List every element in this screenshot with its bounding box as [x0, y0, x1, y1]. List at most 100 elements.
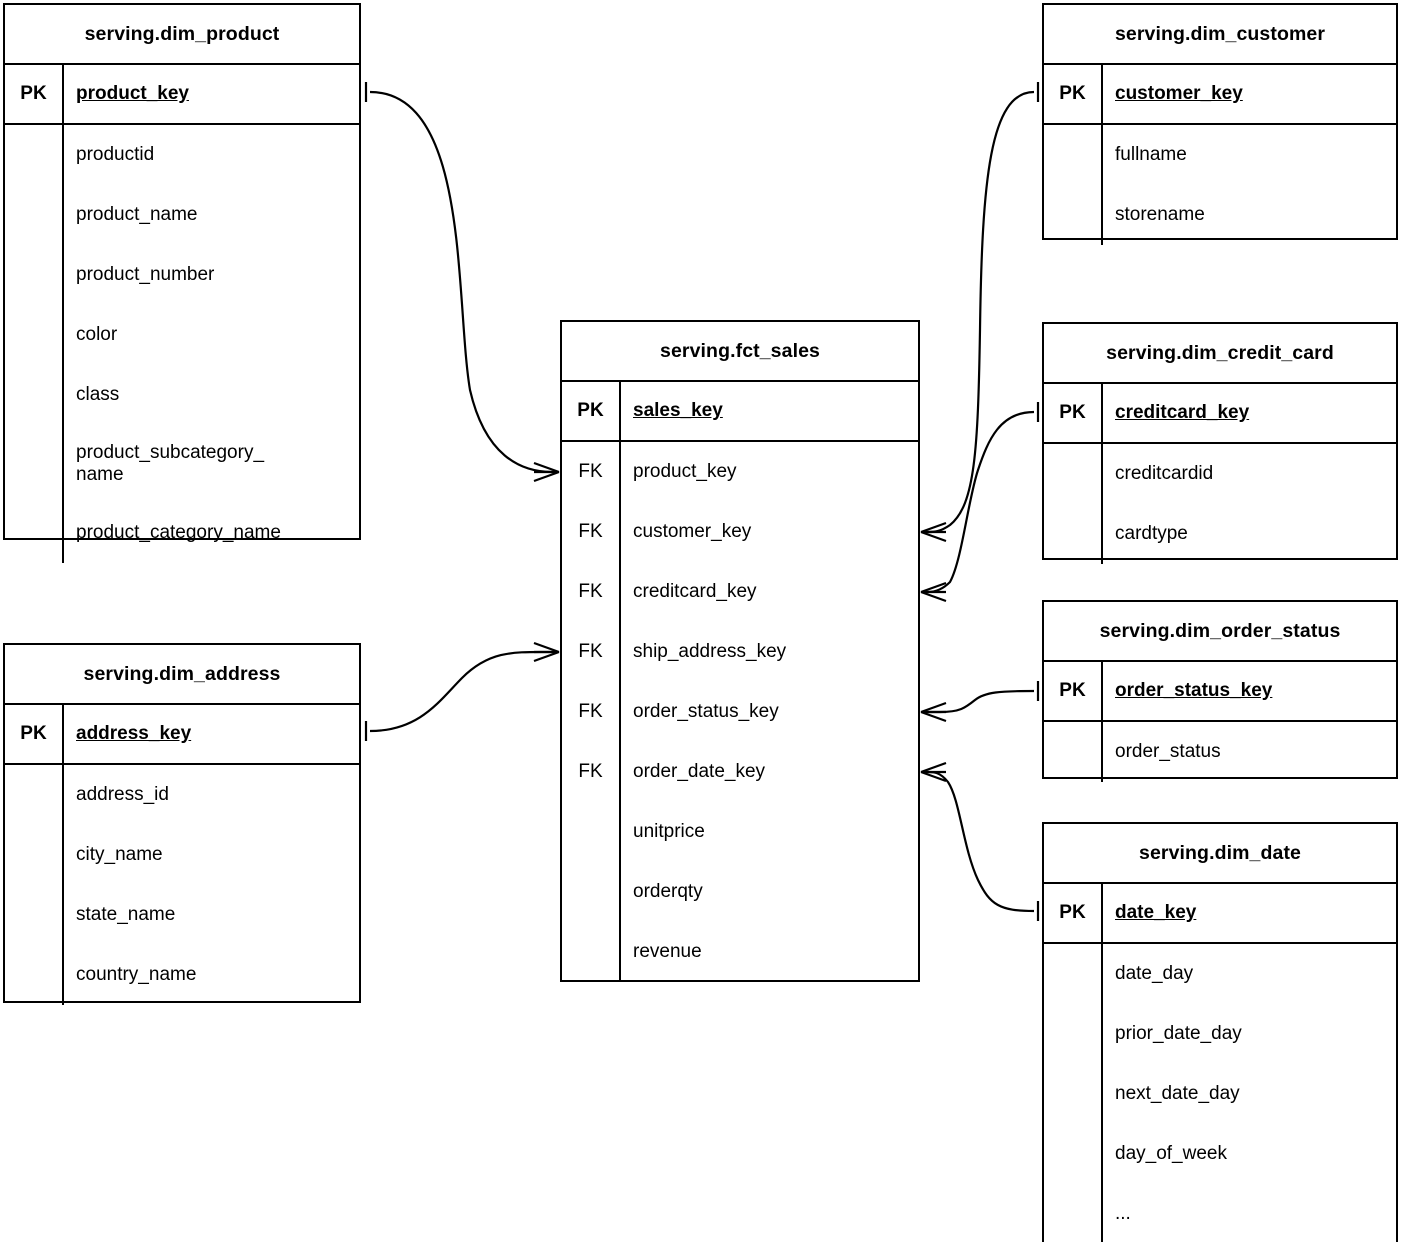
fk-label: FK: [562, 742, 621, 802]
field-name: cardtype: [1115, 522, 1188, 544]
pk-row[interactable]: PK sales_key: [562, 382, 918, 442]
attribute-row[interactable]: class: [5, 365, 359, 425]
attribute-row[interactable]: productid: [5, 125, 359, 185]
key-label-empty: [562, 862, 621, 922]
entity-fct-sales[interactable]: serving.fct_sales PK sales_key FK produc…: [560, 320, 920, 982]
field-name: unitprice: [633, 820, 705, 842]
key-label-empty: [562, 802, 621, 862]
key-label-empty: [5, 503, 64, 563]
attribute-row[interactable]: ...: [1044, 1184, 1396, 1242]
key-label-empty: [1044, 944, 1103, 1004]
pk-row[interactable]: PK customer_key: [1044, 65, 1396, 125]
attribute-row[interactable]: city_name: [5, 825, 359, 885]
field-name: order_status: [1115, 740, 1221, 762]
attribute-row[interactable]: storename: [1044, 185, 1396, 245]
key-label-empty: [5, 765, 64, 825]
field-name: product_name: [76, 203, 198, 225]
relationship-date-sales[interactable]: [920, 761, 1040, 921]
attribute-row[interactable]: product_category_name: [5, 503, 359, 563]
attribute-row[interactable]: product_number: [5, 245, 359, 305]
field-name: country_name: [76, 963, 197, 985]
entity-dim-product[interactable]: serving.dim_product PK product_key produ…: [3, 3, 361, 563]
attribute-row[interactable]: fullname: [1044, 125, 1396, 185]
attribute-rows: date_day prior_date_day next_date_day da…: [1044, 944, 1396, 1242]
relationship-creditcard-sales[interactable]: [920, 402, 1040, 603]
pk-field-name: date_key: [1115, 901, 1197, 923]
entity-dim-date[interactable]: serving.dim_date PK date_key date_day pr…: [1042, 822, 1398, 1242]
pk-field-name: sales_key: [633, 399, 723, 421]
attribute-rows: productid product_name product_number co…: [5, 125, 359, 563]
key-label-empty: [5, 365, 64, 425]
attribute-row[interactable]: product_name: [5, 185, 359, 245]
rel-product-sales-path: [369, 90, 553, 474]
rel-product-sales-crowfoot: [533, 461, 560, 483]
attribute-row[interactable]: unitprice: [562, 802, 918, 862]
attribute-row[interactable]: state_name: [5, 885, 359, 945]
relationship-product-sales[interactable]: [364, 82, 560, 483]
fk-row[interactable]: FK order_status_key: [562, 682, 918, 742]
relationship-orderstatus-sales[interactable]: [920, 681, 1040, 723]
pk-label: PK: [5, 705, 64, 763]
field-name: fullname: [1115, 143, 1187, 165]
pk-row[interactable]: PK date_key: [1044, 884, 1396, 944]
fk-row[interactable]: FK creditcard_key: [562, 562, 918, 622]
pk-row[interactable]: PK product_key: [5, 65, 359, 125]
pk-row[interactable]: PK order_status_key: [1044, 662, 1396, 722]
pk-label: PK: [1044, 65, 1103, 123]
attribute-row[interactable]: day_of_week: [1044, 1124, 1396, 1184]
key-label-empty: [1044, 722, 1103, 782]
key-label-empty: [1044, 1004, 1103, 1064]
attribute-row[interactable]: next_date_day: [1044, 1064, 1396, 1124]
entity-title: serving.dim_customer: [1044, 5, 1396, 65]
key-label-empty: [5, 245, 64, 305]
key-label-empty: [1044, 1124, 1103, 1184]
attribute-row[interactable]: address_id: [5, 765, 359, 825]
fk-row[interactable]: FK product_key: [562, 442, 918, 502]
rel-customer-sales-crowfoot: [920, 521, 947, 543]
rel-orderstatus-sales-crowfoot: [920, 701, 947, 723]
key-label-empty: [5, 825, 64, 885]
entity-dim-address[interactable]: serving.dim_address PK address_key addre…: [3, 643, 361, 1005]
pk-field-name: address_key: [76, 722, 192, 744]
fk-row[interactable]: FK ship_address_key: [562, 622, 918, 682]
rel-creditcard-sales-crowfoot: [920, 581, 947, 603]
relationship-address-sales[interactable]: [364, 641, 560, 741]
field-name: order_date_key: [633, 760, 766, 782]
pk-row[interactable]: PK creditcard_key: [1044, 384, 1396, 444]
entity-title: serving.dim_date: [1044, 824, 1396, 884]
key-label-empty: [1044, 1064, 1103, 1124]
field-name: state_name: [76, 903, 176, 925]
pk-label: PK: [1044, 662, 1103, 720]
attribute-row[interactable]: prior_date_day: [1044, 1004, 1396, 1064]
attribute-rows: address_id city_name state_name country_…: [5, 765, 359, 1005]
pk-label: PK: [562, 382, 621, 440]
entity-dim-customer[interactable]: serving.dim_customer PK customer_key ful…: [1042, 3, 1398, 245]
fk-label: FK: [562, 682, 621, 742]
relationship-customer-sales[interactable]: [920, 82, 1040, 543]
rel-creditcard-sales-path: [927, 410, 1035, 594]
attribute-row[interactable]: cardtype: [1044, 504, 1396, 564]
attribute-rows: creditcardid cardtype: [1044, 444, 1396, 564]
entity-dim-order-status[interactable]: serving.dim_order_status PK order_status…: [1042, 600, 1398, 782]
attribute-row[interactable]: order_status: [1044, 722, 1396, 782]
key-label-empty: [5, 185, 64, 245]
attribute-row[interactable]: date_day: [1044, 944, 1396, 1004]
pk-field-name: product_key: [76, 82, 189, 104]
field-name: class: [76, 383, 120, 405]
key-label-empty: [5, 945, 64, 1005]
key-label-empty: [5, 125, 64, 185]
attribute-row[interactable]: orderqty: [562, 862, 918, 922]
entity-dim-credit-card[interactable]: serving.dim_credit_card PK creditcard_ke…: [1042, 322, 1398, 564]
pk-label: PK: [5, 65, 64, 123]
attribute-row[interactable]: revenue: [562, 922, 918, 982]
fk-row[interactable]: FK customer_key: [562, 502, 918, 562]
attribute-row[interactable]: product_subcategory_ name: [5, 425, 359, 503]
pk-field-name: creditcard_key: [1115, 401, 1250, 423]
attribute-row[interactable]: creditcardid: [1044, 444, 1396, 504]
pk-row[interactable]: PK address_key: [5, 705, 359, 765]
attribute-rows: order_status: [1044, 722, 1396, 782]
attribute-row[interactable]: color: [5, 305, 359, 365]
attribute-row[interactable]: country_name: [5, 945, 359, 1005]
fk-row[interactable]: FK order_date_key: [562, 742, 918, 802]
